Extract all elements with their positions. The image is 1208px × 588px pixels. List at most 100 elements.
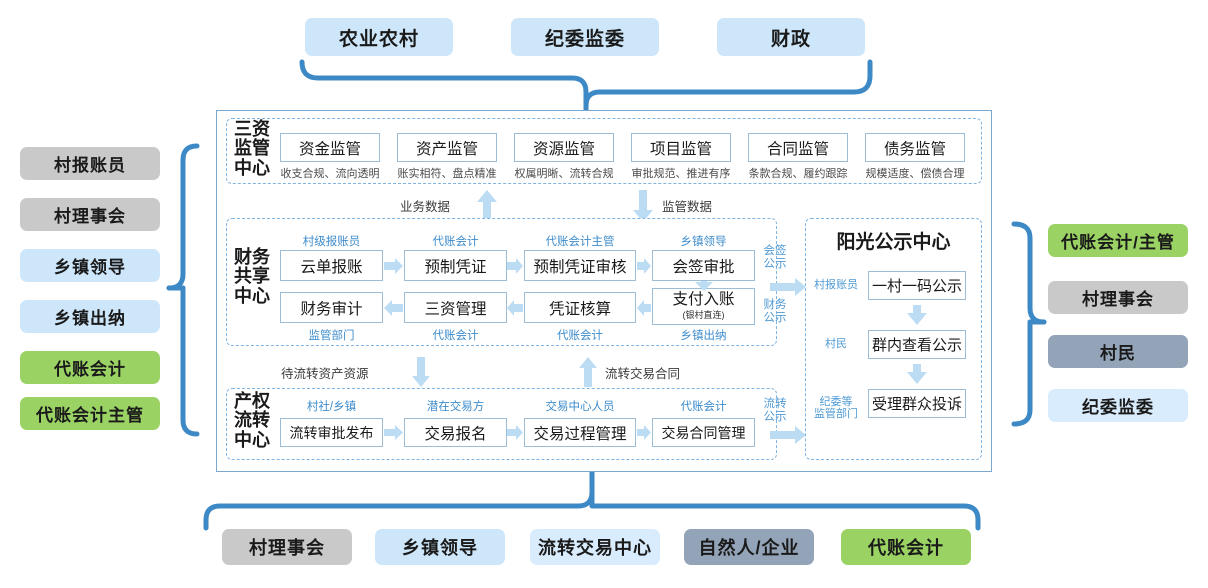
publicity-box-1[interactable]: 群内查看公示: [868, 330, 966, 359]
bottom-stakeholder-3[interactable]: 自然人/企业: [684, 529, 814, 565]
finance-row2-box-3-sub: (银村直连): [682, 309, 725, 320]
supervision-item-5[interactable]: 债务监管: [865, 133, 965, 162]
supervision-item-1[interactable]: 资产监管: [397, 133, 497, 162]
finance-side-label-0-line-0: 会签: [763, 245, 787, 257]
transfer-title-line-0: 产权: [234, 391, 270, 411]
finance-row2-arrow-1: [507, 300, 523, 316]
right-stakeholder-3[interactable]: 纪委监委: [1048, 389, 1188, 422]
finance-center-title: 财务 共享 中心: [232, 247, 272, 306]
finance-row1-role-3: 乡镇领导: [680, 236, 727, 248]
bottom-bracket: [203, 489, 981, 531]
supervision-data-arrow-down: [633, 190, 653, 222]
publicity-role-0-line-0: 村报账员: [814, 279, 858, 291]
bottom-stakeholder-4[interactable]: 代账会计: [841, 529, 971, 565]
supervision-title-line-1: 监管: [234, 138, 270, 159]
left-stakeholder-5[interactable]: 代账会计主管: [20, 397, 160, 430]
business-data-arrow-up: [477, 190, 497, 222]
transfer-center-title: 产权 流转 中心: [232, 391, 272, 450]
finance-row1-arrow-1: [507, 258, 523, 274]
bottom-stakeholder-1[interactable]: 乡镇领导: [375, 529, 505, 565]
right-stakeholder-1[interactable]: 村理事会: [1048, 281, 1188, 314]
left-stakeholder-2[interactable]: 乡镇领导: [20, 249, 160, 282]
top-stakeholder-2[interactable]: 财政: [717, 18, 865, 56]
supervision-item-2-desc: 权属明晰、流转合规: [514, 168, 614, 180]
publicity-arrow-0: [907, 305, 927, 325]
transfer-contract-label: 流转交易合同: [605, 367, 681, 381]
publicity-role-2-line-0: 纪委等: [819, 396, 853, 408]
finance-row2-arrow-2: [637, 300, 651, 316]
finance-to-publicity-arrow: [770, 278, 806, 296]
transfer-role-3: 代账会计: [680, 401, 727, 413]
finance-row2-role-0: 监管部门: [308, 330, 355, 342]
supervision-item-3[interactable]: 项目监管: [631, 133, 731, 162]
pending-assets-label: 待流转资产资源: [281, 367, 369, 381]
publicity-box-0[interactable]: 一村一码公示: [868, 271, 966, 300]
transfer-box-3[interactable]: 交易合同管理: [652, 418, 755, 447]
finance-row1-role-1: 代账会计: [432, 236, 479, 248]
finance-down-arrow: [695, 281, 713, 291]
left-stakeholder-3[interactable]: 乡镇出纳: [20, 300, 160, 333]
finance-side-label-1-line-1: 公示: [763, 311, 787, 324]
left-stakeholder-1[interactable]: 村理事会: [20, 198, 160, 231]
transfer-role-1: 潜在交易方: [426, 401, 485, 413]
finance-row2-role-1: 代账会计: [432, 330, 479, 342]
transfer-side-label-line-0: 流转: [763, 398, 787, 410]
supervision-title-line-2: 中心: [234, 157, 270, 178]
finance-row1-role-2: 代账会计主管: [545, 236, 615, 248]
transfer-to-publicity-arrow: [770, 426, 806, 444]
bottom-stakeholder-0[interactable]: 村理事会: [222, 529, 352, 565]
publicity-center-title: 阳光公示中心: [836, 232, 951, 253]
top-stakeholder-1[interactable]: 纪委监委: [511, 18, 659, 56]
supervision-data-label: 监管数据: [662, 200, 713, 214]
transfer-box-2[interactable]: 交易过程管理: [524, 418, 636, 447]
finance-row1-role-0: 村级报账员: [302, 236, 361, 248]
finance-side-label-1-line-0: 财务: [763, 299, 787, 311]
finance-row1-box-1[interactable]: 预制凭证: [404, 250, 507, 281]
finance-row2-role-3: 乡镇出纳: [680, 330, 727, 342]
finance-row1-box-2[interactable]: 预制凭证审核: [524, 250, 636, 281]
transfer-role-0: 村社/乡镇: [306, 401, 357, 413]
right-stakeholder-2[interactable]: 村民: [1048, 335, 1188, 368]
publicity-box-2[interactable]: 受理群众投诉: [868, 389, 966, 418]
supervision-item-3-desc: 审批规范、推进有序: [631, 168, 731, 180]
finance-row1-arrow-0: [384, 258, 403, 274]
top-stakeholder-0[interactable]: 农业农村: [305, 18, 453, 56]
supervision-item-0[interactable]: 资金监管: [280, 133, 380, 162]
transfer-box-0[interactable]: 流转审批发布: [280, 418, 383, 447]
publicity-role-1: 村民: [806, 338, 866, 350]
finance-row2-box-1[interactable]: 三资管理: [404, 292, 507, 323]
transfer-arrow-0: [384, 425, 403, 440]
finance-row2-arrow-0: [384, 300, 403, 316]
finance-row2-box-2[interactable]: 凭证核算: [524, 292, 636, 323]
transfer-title-line-2: 中心: [234, 429, 270, 450]
transfer-box-1[interactable]: 交易报名: [404, 418, 507, 447]
supervision-item-2[interactable]: 资源监管: [514, 133, 614, 162]
supervision-title-line-0: 三资: [234, 119, 270, 139]
supervision-item-1-desc: 账实相符、盘点精准: [397, 168, 497, 180]
finance-title-line-0: 财务: [234, 247, 270, 267]
finance-side-label-0: 会签 公示: [757, 245, 793, 271]
finance-row2-box-3[interactable]: 支付入账 (银村直连): [652, 288, 755, 325]
left-stakeholder-0[interactable]: 村报账员: [20, 147, 160, 180]
finance-row1-box-3[interactable]: 会签审批: [652, 250, 755, 281]
finance-row1-arrow-2: [637, 258, 651, 274]
transfer-side-label-line-1: 公示: [763, 410, 787, 423]
right-stakeholder-0[interactable]: 代账会计/主管: [1048, 224, 1188, 257]
publicity-role-0: 村报账员: [806, 279, 866, 291]
finance-title-line-1: 共享: [234, 266, 270, 287]
transfer-contract-arrow-up: [579, 357, 597, 387]
left-stakeholder-4[interactable]: 代账会计: [20, 351, 160, 384]
transfer-arrow-1: [507, 425, 523, 440]
pending-assets-arrow-down: [412, 357, 430, 387]
bottom-stakeholder-2[interactable]: 流转交易中心: [530, 529, 660, 565]
finance-row1-box-0[interactable]: 云单报账: [280, 250, 383, 281]
publicity-role-2-line-1: 监管部门: [814, 408, 858, 421]
finance-title-line-2: 中心: [234, 285, 270, 306]
transfer-side-label: 流转 公示: [757, 398, 793, 424]
publicity-role-1-line-0: 村民: [825, 338, 847, 350]
business-data-label: 业务数据: [400, 200, 451, 214]
finance-row2-box-0[interactable]: 财务审计: [280, 292, 383, 323]
supervision-item-4[interactable]: 合同监管: [748, 133, 848, 162]
publicity-arrow-1: [907, 364, 927, 384]
finance-side-label-1: 财务 公示: [757, 299, 793, 325]
